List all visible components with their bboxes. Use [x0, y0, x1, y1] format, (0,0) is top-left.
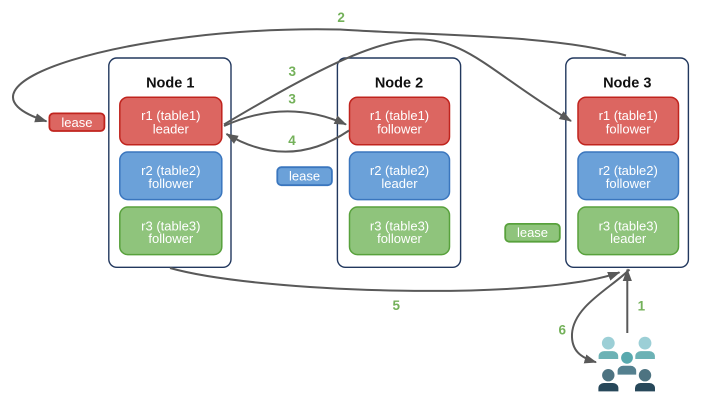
svg-text:r3 (table3): r3 (table3)	[141, 218, 200, 233]
svg-text:5: 5	[392, 298, 400, 313]
svg-text:leader: leader	[153, 121, 190, 136]
svg-text:follower: follower	[606, 176, 651, 191]
svg-text:Node 2: Node 2	[375, 76, 423, 92]
svg-text:4: 4	[288, 133, 296, 148]
svg-text:lease: lease	[61, 115, 92, 130]
svg-text:r2 (table2): r2 (table2)	[599, 163, 658, 178]
svg-text:Node 1: Node 1	[146, 76, 194, 92]
svg-text:follower: follower	[377, 121, 422, 136]
svg-text:1: 1	[638, 298, 646, 313]
svg-text:2: 2	[337, 10, 345, 25]
svg-text:r2 (table2): r2 (table2)	[370, 163, 429, 178]
svg-text:leader: leader	[381, 176, 418, 191]
svg-text:r1 (table1): r1 (table1)	[141, 108, 200, 123]
svg-text:follower: follower	[148, 231, 193, 246]
svg-text:r3 (table3): r3 (table3)	[599, 218, 658, 233]
svg-text:r3 (table3): r3 (table3)	[370, 218, 429, 233]
svg-text:follower: follower	[606, 121, 651, 136]
svg-text:6: 6	[558, 323, 566, 338]
svg-text:follower: follower	[148, 176, 193, 191]
svg-text:leader: leader	[610, 231, 647, 246]
svg-text:r1 (table1): r1 (table1)	[599, 108, 658, 123]
svg-text:3: 3	[289, 64, 297, 79]
svg-text:lease: lease	[517, 225, 548, 240]
svg-text:3: 3	[288, 91, 296, 106]
svg-text:r1 (table1): r1 (table1)	[370, 108, 429, 123]
svg-text:follower: follower	[377, 231, 422, 246]
svg-text:r2 (table2): r2 (table2)	[141, 163, 200, 178]
svg-text:lease: lease	[289, 169, 320, 184]
svg-text:Node 3: Node 3	[603, 76, 651, 92]
